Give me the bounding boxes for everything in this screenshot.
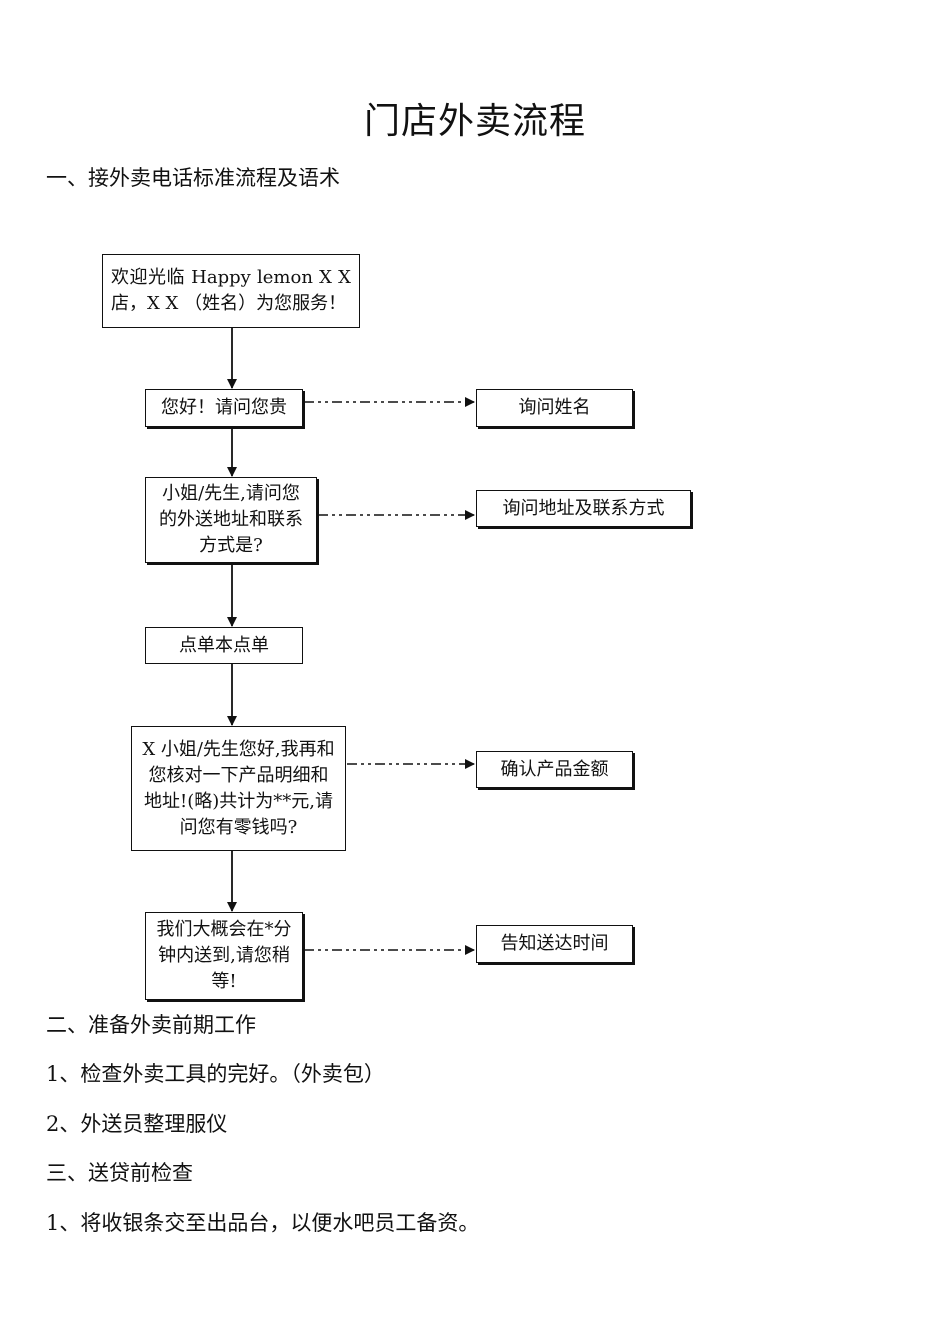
note-delivery-time: 告知送达时间 (476, 925, 633, 963)
section-1-heading: 一、接外卖电话标准流程及语术 (46, 166, 340, 190)
note-ask-address: 询问地址及联系方式 (476, 490, 691, 527)
flow-step-address: 小姐/先生,请问您的外送地址和联系方式是? (145, 477, 317, 563)
section-2-item: 2、外送员整理服仪 (46, 1112, 228, 1136)
section-3-item: 1、将收银条交至出品台，以便水吧员工备资。 (46, 1211, 480, 1235)
flow-step-text: 我们大概会在*分钟内送到,请您稍等! (156, 919, 292, 992)
flow-step-text: 小姐/先生,请问您的外送地址和联系方式是? (159, 483, 303, 556)
flow-step-delivery-time: 我们大概会在*分钟内送到,请您稍等! (145, 912, 303, 1000)
note-confirm-amount: 确认产品金额 (476, 751, 633, 788)
flow-step-greeting: 您好！请问您贵 (145, 389, 303, 427)
flow-step-text: 欢迎光临 Happy lemon X X 店，X X （姓名）为您服务！ (111, 267, 351, 314)
flow-step-order: 点单本点单 (145, 627, 303, 664)
note-text: 告知送达时间 (500, 933, 609, 954)
note-text: 询问姓名 (518, 397, 591, 418)
section-2-item: 1、检查外卖工具的完好。（外卖包） (46, 1062, 385, 1086)
section-2-heading: 二、准备外卖前期工作 (46, 1013, 256, 1037)
flow-step-text: X 小姐/先生您好,我再和您核对一下产品明细和地址!(略)共计为**元,请问您有… (142, 738, 335, 838)
note-ask-name: 询问姓名 (476, 389, 633, 427)
section-3-heading: 三、送贷前检查 (46, 1161, 193, 1185)
note-text: 询问地址及联系方式 (502, 497, 665, 519)
flow-step-text: 您好！请问您贵 (161, 397, 287, 418)
page-title: 门店外卖流程 (363, 101, 586, 142)
flow-step-confirm: X 小姐/先生您好,我再和您核对一下产品明细和地址!(略)共计为**元,请问您有… (131, 726, 346, 851)
flow-step-text: 点单本点单 (179, 634, 269, 656)
flow-step-welcome: 欢迎光临 Happy lemon X X 店，X X （姓名）为您服务！ (102, 254, 360, 328)
note-text: 确认产品金额 (500, 758, 609, 780)
